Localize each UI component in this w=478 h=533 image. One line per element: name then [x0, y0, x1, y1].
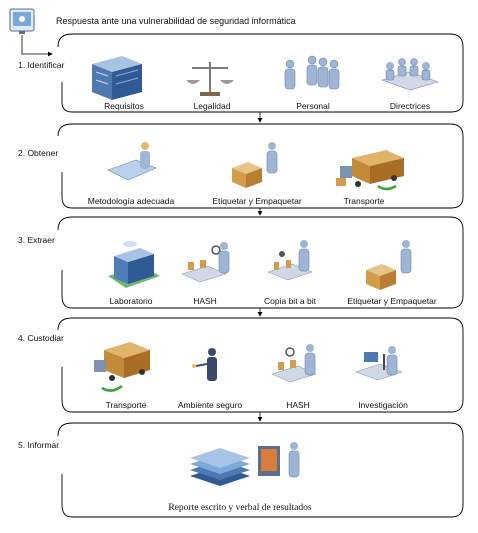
item-label-requisitos: Requisitos	[104, 101, 144, 111]
panel-informar	[57, 422, 464, 518]
delivery-truck-icon	[94, 342, 150, 392]
step-label-custodiar: 4. Custodiar	[16, 333, 66, 343]
item-label-etiquetar-1: Etiquetar y Empaquetar	[212, 196, 302, 206]
panel-extraer	[57, 216, 464, 309]
step-label-informar: 5. Informar	[16, 440, 62, 450]
step-label-extraer: 3. Extraer	[16, 235, 57, 245]
inspection-worker-icon	[271, 344, 317, 383]
report-presenter-icon	[190, 442, 300, 486]
item-label-ambiente: Ambiente seguro	[177, 400, 243, 410]
microscope-researcher-icon	[355, 346, 403, 381]
item-label-transporte-1: Transporte	[343, 196, 385, 206]
packing-worker-icon	[232, 142, 278, 188]
item-label-reporte: Reporte escrito y verbal de resultados	[168, 503, 312, 513]
panel-identificar	[57, 33, 464, 113]
item-label-directrices: Directrices	[389, 101, 431, 111]
step-label-identificar: 1. Identificar	[16, 60, 67, 70]
delivery-truck-icon	[336, 150, 404, 191]
step-label-obtener: 2. Obtener	[16, 148, 61, 158]
item-label-laboratorio: Laboratorio	[109, 296, 153, 306]
item-label-hash-2: HASH	[286, 400, 310, 410]
people-group-icon	[284, 55, 340, 90]
item-label-metodologia: Metodología adecuada	[87, 196, 175, 206]
meeting-table-icon	[381, 58, 439, 91]
item-label-copia: Copia bit a bit	[264, 296, 316, 306]
item-label-personal: Personal	[296, 101, 330, 111]
inspection-worker-icon	[181, 242, 230, 283]
engineer-blueprint-icon	[107, 142, 157, 181]
monitor-icon	[9, 8, 35, 34]
start-connector	[21, 35, 53, 57]
panel-custodiar	[57, 317, 464, 413]
building-icon	[108, 241, 160, 288]
diagram-title: Respuesta ante una vulnerabilidad de seg…	[56, 16, 296, 26]
balance-scale-icon	[186, 62, 234, 96]
item-label-investigacion: Investigación	[358, 400, 408, 410]
item-label-legalidad: Legalidad	[193, 101, 231, 111]
assembly-worker-icon	[267, 240, 313, 281]
panel-obtener	[57, 123, 464, 209]
item-label-transporte-2: Transporte	[105, 400, 147, 410]
item-label-etiquetar-2: Etiquetar y Empaquetar	[347, 296, 437, 306]
item-label-hash-1: HASH	[193, 296, 217, 306]
security-guard-icon	[192, 348, 217, 381]
packing-worker-icon	[366, 240, 412, 290]
server-rack-icon	[92, 56, 142, 100]
